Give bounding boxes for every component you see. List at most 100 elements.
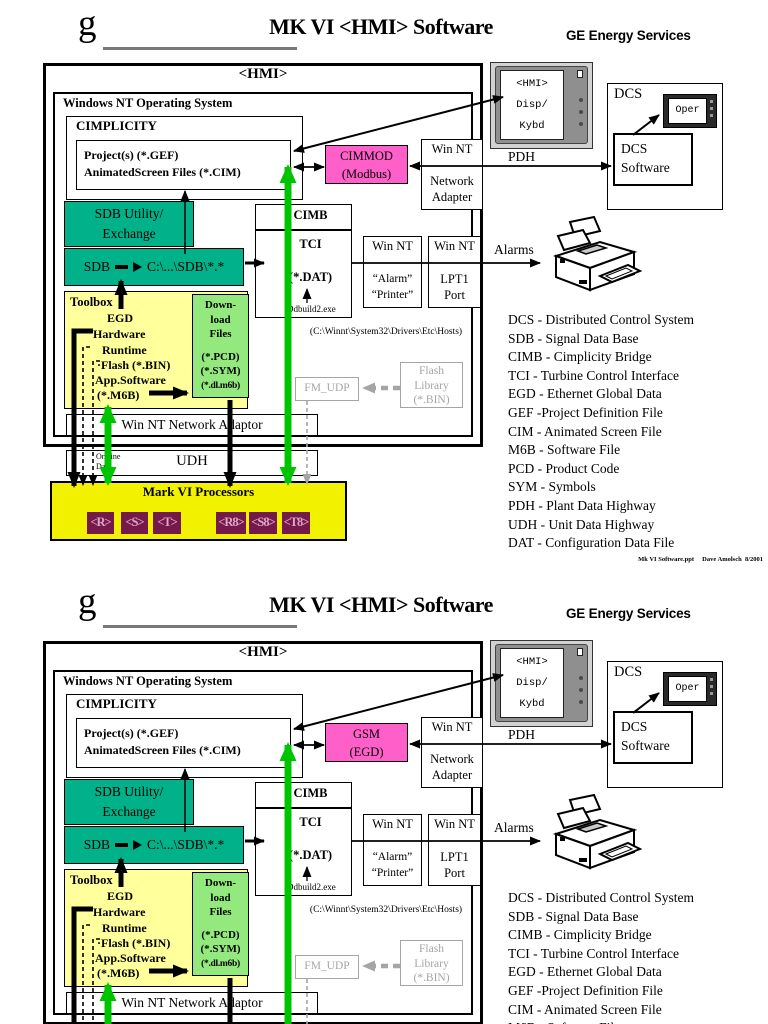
alarm-line1: “Alarm” [372,273,413,285]
legend-item: DCS - Distributed Control System [508,890,695,905]
operator-knob-icon [710,685,713,688]
legend-item: SDB - Signal Data Base [508,330,639,346]
legend-list: DCS - Distributed Control System SDB - S… [508,311,694,553]
online-line1: On-line [96,452,121,461]
legend-item: SYM - Symbols [508,479,596,495]
legend-item: DCS - Distributed Control System [508,312,695,327]
hmi-label: <HMI> [238,66,288,82]
flash-lib-line3: (*.BIN) [413,972,450,984]
cimb-separator [256,807,351,809]
windows-nt-label: Windows NT Operating System [63,96,233,110]
right-arrow-icon [114,265,128,269]
network-adaptor-box: Win NT Network Adaptor [66,992,318,1014]
download-line5: (*.SYM) [200,943,241,955]
dcs-software-box: DCS Software [613,133,693,186]
cimplicity-label: CIMPLICITY [76,118,157,133]
online-line2: Data [96,461,112,471]
monitor-knob-icon [579,700,583,704]
operator-screen: Oper [668,98,707,124]
download-line5: (*.SYM) [200,365,241,377]
lpt1-line1: LPT1 [440,850,469,864]
ddbuild-label: Ddbuild2.exe [287,304,336,314]
monitor-knob-icon [579,688,583,692]
toolbox-item-flash: ·Flash (*.BIN) [97,358,171,372]
projects-box: Project(s) (*.GEF) AnimatedScreen Files … [76,140,291,190]
toolbox-item-egd: EGD [107,311,134,325]
printer-icon [552,215,642,292]
legend-item: EGD - Ethernet Global Data [508,964,662,980]
sdb-utility-box: SDB Utility/ Exchange [64,779,194,825]
ge-logo: g [78,3,97,44]
monitor-knob-icon [579,676,583,680]
monitor-line1: <HMI> [516,656,548,668]
dat-label: (*.DAT) [288,270,333,284]
legend-item: GEF -Project Definition File [508,982,663,998]
toolbox-item-runtime: Runtime [102,921,147,935]
lpt1-bottom-label: LPT1 Port [429,849,480,881]
toolbox-item-appsoftware: App.Software [95,951,166,965]
flash-library-box: Flash Library (*.BIN) [400,940,463,986]
bridge-line1: CIMMOD [340,149,393,163]
download-line4: (*.PCD) [201,350,240,363]
operator-knob-icon [710,692,713,695]
pdh-label: PDH [508,727,536,742]
monitor-line3: Kybd [519,698,545,710]
online-data-label: On-line Data [96,452,120,471]
dcs-software-box: DCS Software [613,711,693,764]
processor-chip-s8: <S8> [249,512,277,534]
toolbox-item-runtime: Runtime [102,343,147,357]
winnt-network-adapter-box: Win NT Network Adapter [421,717,483,788]
dcs-software-line1: DCS [621,141,648,156]
monitor-line2: Disp/ [516,677,548,689]
dat-label: (*.DAT) [288,848,333,862]
flash-lib-line3: (*.BIN) [413,394,450,406]
alarms-label: Alarms [494,820,534,835]
bridge-box: GSM (EGD) [325,723,408,762]
toolbox-title: Toolbox [70,295,113,309]
toolbox-item-flash: ·Flash (*.BIN) [97,936,171,950]
lpt1-port-box: Win NT LPT1 Port [428,814,481,886]
sdb-path: C:\...\SDB\*.* [146,259,225,274]
sdb-utility-box: SDB Utility/ Exchange [64,201,194,247]
right-arrow-icon [114,843,128,847]
processor-chip-t8: <T8> [282,512,310,534]
projects-line2: AnimatedScreen Files (*.CIM) [84,165,241,179]
sdb-label: SDB [83,837,110,852]
right-arrowhead-icon [132,262,142,272]
processor-chip-s: <S> [121,512,148,534]
lpt1-top-label: Win NT [434,239,475,253]
lpt1-line2: Port [444,866,465,880]
hmi-label: <HMI> [238,644,288,660]
spacer [193,920,248,928]
flash-lib-line1: Flash [419,943,444,955]
dcs-software-line2: Software [621,738,670,753]
monitor-knob-icon [579,110,583,114]
sdb-box: SDB C:\...\SDB\*.* [64,826,244,864]
ge-logo: g [78,581,97,622]
lpt1-bottom-label: LPT1 Port [429,271,480,303]
legend-item: GEF -Project Definition File [508,404,663,420]
operator-knob-icon [710,107,713,110]
slide: g MK VI <HMI> Software GE Energy Service… [0,578,768,1024]
monitor-line3: Kybd [519,120,545,132]
alarm-bottom-label: “Alarm” “Printer” [364,271,421,303]
processor-chip-r: <R> [87,512,114,534]
winnt-network-adapter-box: Win NT Network Adapter [421,139,483,210]
cimb-box [255,782,352,896]
header-rule [103,625,297,628]
fm-udp-box: FM_UDP [295,955,359,979]
alarm-line2: “Printer” [371,289,414,301]
cimb-title: CIMB [293,786,328,800]
cimb-separator [256,229,351,231]
adapter-line1: Network [430,752,474,766]
org-name: GE Energy Services [566,606,691,621]
download-files-box: Down- load Files (*.PCD) (*.SYM) (*.dl.m… [192,294,249,398]
udh-label: UDH [176,453,208,469]
bridge-line2: (Modbus) [341,167,392,181]
legend-item: M6B - Software File [508,442,621,458]
legend-item: CIMB - Cimplicity Bridge [508,349,652,365]
hosts-path-label: (C:\Winnt\System32\Drivers\Etc\Hosts) [309,905,463,915]
adapter-bottom-label: Network Adapter [422,751,482,783]
alarm-printer-box: Win NT “Alarm” “Printer” [363,814,422,886]
